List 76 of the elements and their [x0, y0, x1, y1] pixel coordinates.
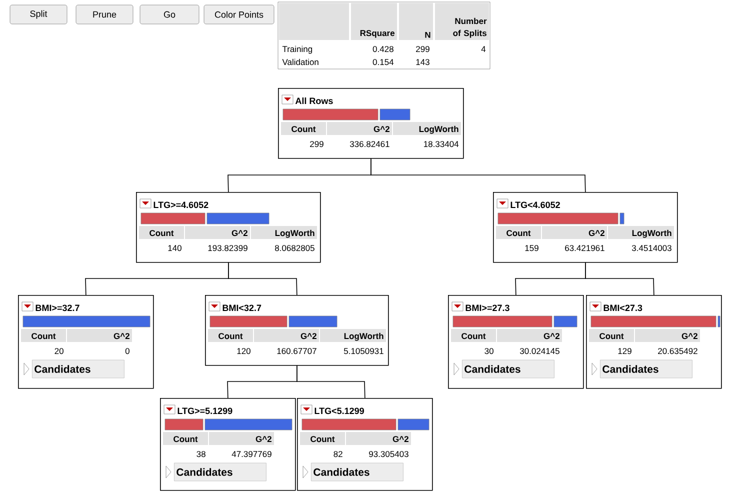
column-header: G^2 [327, 122, 392, 135]
table-value: 0.154 [372, 59, 394, 66]
cell-value: 93.305403 [369, 451, 408, 458]
cell-value: 129 [618, 348, 632, 354]
column-header: LogWorth [251, 226, 317, 239]
tree-connector [585, 262, 654, 296]
cell-value: 299 [310, 141, 324, 148]
node-heading: BMI>=27.3 [466, 304, 510, 312]
cell-value: 159 [525, 245, 538, 252]
cell-value: 30.024145 [520, 348, 560, 354]
column-header: Count [451, 329, 496, 342]
table-value: 299 [416, 46, 430, 52]
node-heading: LTG>=5.1299 [178, 408, 232, 414]
cell-value: 3.4514003 [632, 245, 672, 252]
row-label: Validation [282, 58, 318, 66]
column-header: LogWorth [608, 226, 674, 239]
push-button: Prune [76, 4, 134, 24]
column-header: RSquare [351, 3, 397, 40]
column-header: Count [163, 432, 208, 445]
cell-value: 20.635492 [658, 348, 698, 354]
column-header: Count [589, 329, 634, 342]
node-heading: LTG<4.6052 [510, 202, 560, 208]
cell-value: 38 [196, 451, 206, 458]
column-header: G^2 [185, 226, 250, 239]
cell-value: 63.421961 [565, 245, 604, 252]
cell-value: 5.1050931 [344, 348, 384, 354]
column-header: G^2 [542, 226, 607, 239]
column-header: G^2 [497, 329, 562, 342]
candidates-button: Candidates [600, 360, 692, 378]
column-header: N [399, 3, 433, 40]
candidates-button: Candidates [311, 462, 404, 482]
node-heading: LTG<5.1299 [314, 408, 364, 414]
cell-value: 140 [168, 245, 182, 252]
cell-value: 120 [237, 348, 250, 354]
row-label: Training [282, 46, 312, 54]
tree-connector [296, 365, 366, 398]
cell-value: 193.82399 [208, 245, 248, 252]
column-header: G^2 [635, 329, 700, 342]
cell-value: 20 [54, 348, 64, 354]
column-header: G^2 [254, 329, 319, 342]
column-header: Count [21, 329, 66, 342]
column-header: Count [281, 122, 326, 135]
column-header: Count [139, 226, 184, 239]
candidates-button: Candidates [174, 462, 266, 482]
cell-value: 82 [334, 451, 342, 458]
column-header: LogWorth [393, 122, 461, 135]
cell-value: 30 [484, 348, 494, 354]
push-button: Go [140, 4, 200, 24]
column-header: Count [208, 329, 253, 342]
table-value: 143 [416, 59, 430, 66]
column-header: Count [300, 432, 345, 445]
column-header: G^2 [67, 329, 132, 342]
push-button: Color Points [204, 4, 274, 24]
column-header: LogWorth [320, 329, 386, 342]
node-heading: LTG>=4.6052 [154, 202, 208, 208]
table-value: 4 [481, 46, 486, 52]
node-heading: BMI<27.3 [604, 304, 642, 312]
push-button: Split [10, 4, 68, 24]
cell-value: 8.0682805 [275, 245, 314, 252]
cell-value: 47.397769 [232, 451, 272, 458]
tree-connector [228, 262, 298, 296]
node-heading: BMI>=32.7 [36, 304, 80, 312]
column-header: G^2 [209, 432, 274, 445]
column-header: Count [496, 226, 541, 239]
column-header: G^2 [346, 432, 411, 445]
node-heading: All Rows [295, 97, 333, 104]
cell-value: 336.82461 [350, 141, 390, 148]
cell-value: 18.33404 [424, 141, 459, 148]
node-heading: BMI<32.7 [222, 304, 262, 312]
candidates-button: Candidates [462, 360, 554, 378]
column-header: Number of Splits [435, 3, 489, 40]
candidates-button: Candidates [32, 360, 124, 378]
cell-value: 0 [125, 348, 130, 354]
tree-connector [370, 158, 586, 192]
table-value: 0.428 [372, 46, 394, 52]
cell-value: 160.67707 [277, 348, 316, 354]
